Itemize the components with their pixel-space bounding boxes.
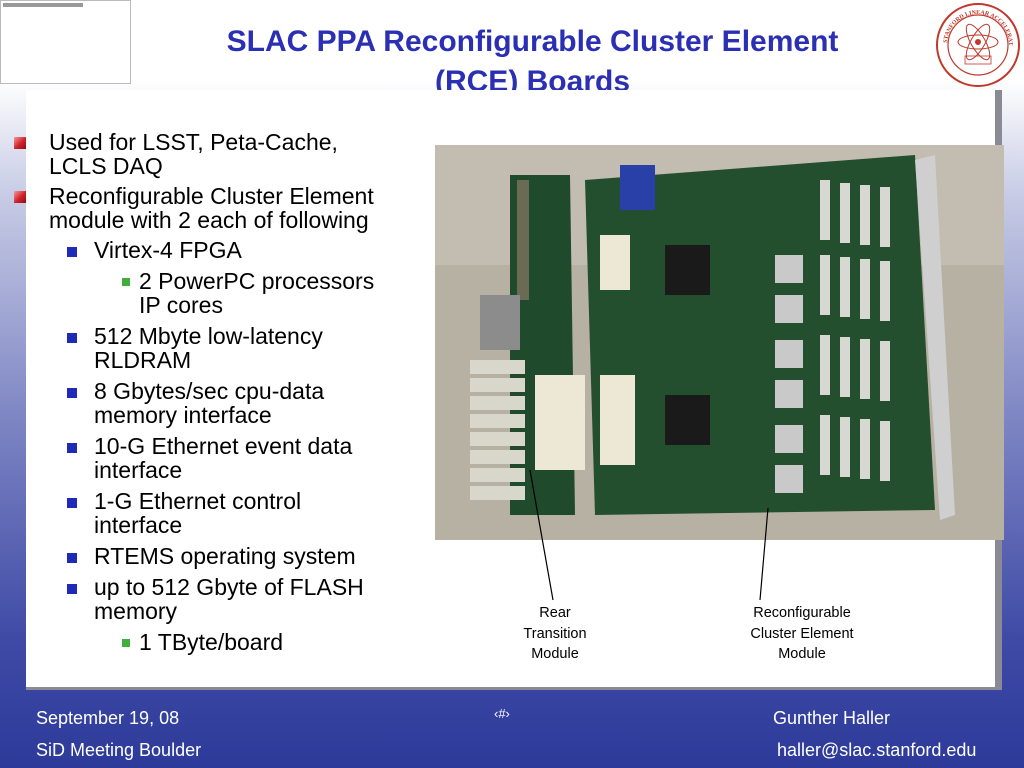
bullet-item-level-1: Used for LSST, Peta-Cache,LCLS DAQ [12, 130, 422, 178]
slide-title: SLAC PPA Reconfigurable Cluster Element … [150, 22, 915, 102]
bullet-item-level-2: Virtex-4 FPGA [12, 238, 422, 262]
bullet-marker-icon [14, 191, 26, 203]
slac-seal-icon: STANFORD LINEAR ACCELERATOR CENTER [935, 2, 1020, 87]
bullet-text-line: Reconfigurable Cluster Element [49, 183, 374, 209]
bullet-text-line: interface [94, 512, 183, 538]
bullet-text-line: 8 Gbytes/sec cpu-data [94, 378, 325, 404]
circuit-board-photo [435, 145, 1004, 540]
footer-email: haller@slac.stanford.edu [777, 740, 977, 760]
bullet-text-line: 512 Mbyte low-latency [94, 323, 323, 349]
bullet-marker-icon [122, 278, 130, 286]
callout-text: Reconfigurable [753, 605, 851, 621]
bullet-marker-icon [14, 137, 26, 149]
callout-rear-transition-module: Rear Transition Module [505, 603, 605, 665]
bullet-text-line: memory [94, 598, 178, 624]
bullet-text-line: LCLS DAQ [49, 153, 163, 179]
bullet-item-level-3: 1 TByte/board [12, 630, 422, 654]
callout-text: Cluster Element [750, 625, 854, 642]
footer-author: Gunther Haller [773, 708, 891, 728]
bullet-marker-icon [67, 553, 77, 563]
bullet-text-line: memory interface [94, 402, 272, 428]
bullet-text-line: 1 TByte/board [139, 629, 284, 655]
footer-event: SiD Meeting Boulder [36, 740, 202, 760]
bullet-text-line: 2 PowerPC processors [139, 268, 375, 294]
bullet-text-line: module with 2 each of following [49, 207, 369, 233]
callout-rce-module: Reconfigurable Cluster Element Module [727, 603, 877, 665]
bullet-marker-icon [67, 443, 77, 453]
bullet-marker-icon [67, 333, 77, 343]
footer-date: September 19, 08 [36, 708, 180, 728]
footer-page-number: ‹#› [494, 706, 510, 721]
bullet-marker-icon [67, 388, 77, 398]
bullet-text-line: 1-G Ethernet control [94, 488, 302, 514]
callout-text: Module [778, 646, 826, 662]
bullet-text-line: IP cores [139, 292, 223, 318]
bullet-marker-icon [67, 584, 77, 594]
callout-text: Rear [539, 605, 571, 621]
bullet-text-line: interface [94, 457, 183, 483]
bullet-marker-icon [67, 498, 77, 508]
bullet-text-line: 10-G Ethernet event data [94, 433, 353, 459]
bullet-text-line: RLDRAM [94, 347, 192, 373]
callout-text: Transition [523, 625, 587, 642]
slide-thumbnail [0, 0, 131, 84]
bullet-list: Used for LSST, Peta-Cache,LCLS DAQ Reconf… [12, 130, 422, 661]
bullet-text-line: Virtex-4 FPGA [94, 237, 242, 263]
bullet-text-line: Used for LSST, Peta-Cache, [49, 129, 338, 155]
callout-text: Module [531, 646, 579, 662]
title-line-1: SLAC PPA Reconfigurable Cluster Element [226, 25, 839, 58]
bullet-text-line: up to 512 Gbyte of FLASH [94, 574, 364, 600]
bullet-marker-icon [67, 247, 77, 257]
bullet-item-level-2: RTEMS operating system [12, 544, 422, 568]
bullet-text-line: RTEMS operating system [94, 543, 356, 569]
bullet-marker-icon [122, 639, 130, 647]
